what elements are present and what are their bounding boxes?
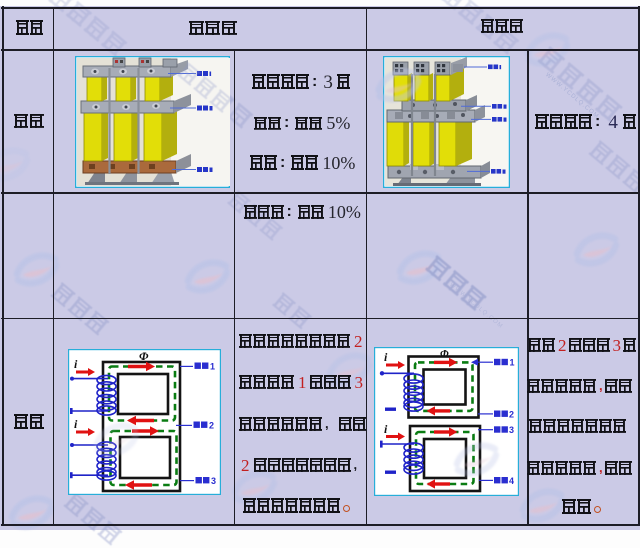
svg-text:i: i [384,350,388,364]
svg-text:Φ: Φ [139,349,149,363]
svg-text:2: 2 [209,421,214,431]
svg-text:2: 2 [509,409,514,419]
svg-text:1: 1 [210,362,215,372]
svg-text:1: 1 [510,358,515,368]
svg-text:3: 3 [509,425,514,435]
svg-text:3: 3 [211,476,216,486]
svg-text:Φ: Φ [440,348,449,360]
svg-text:i: i [384,422,388,436]
svg-text:i: i [74,417,78,431]
svg-text:i: i [74,357,78,371]
svg-text:4: 4 [509,476,514,486]
